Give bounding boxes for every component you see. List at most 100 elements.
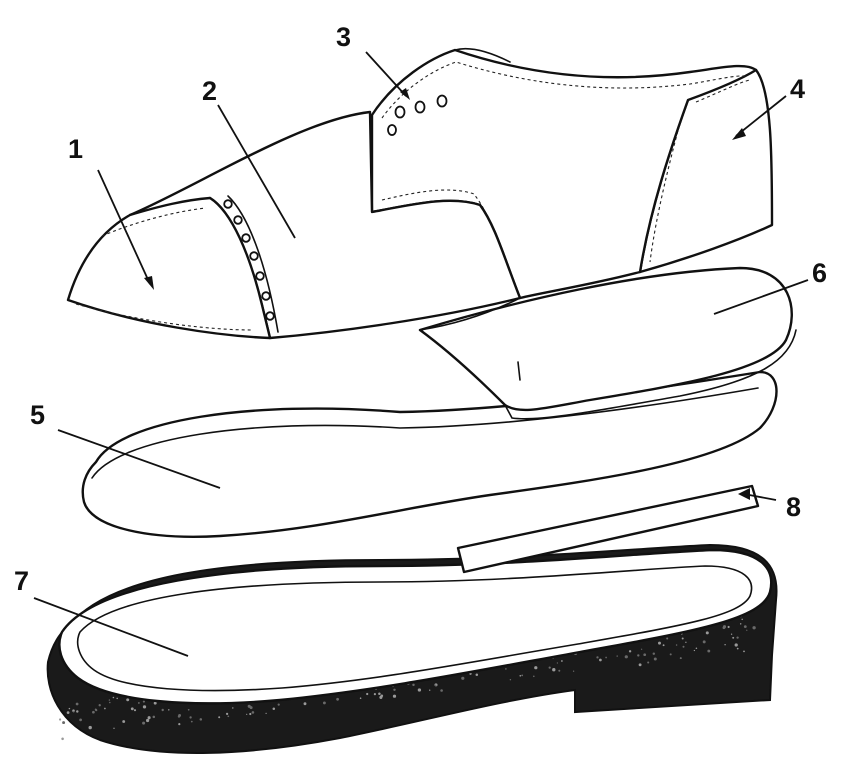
speckle — [92, 710, 95, 714]
speckle — [178, 723, 181, 726]
speckle — [178, 713, 182, 717]
leader-lines — [33, 51, 809, 657]
callout-vamp: 2 — [202, 76, 217, 106]
eyelet — [436, 94, 448, 108]
speckle — [722, 626, 726, 630]
speckle — [561, 660, 563, 662]
speckle — [724, 643, 726, 646]
speckle — [412, 683, 415, 687]
speckle — [643, 653, 647, 657]
eyelet — [414, 100, 426, 114]
callout-half-insole: 6 — [812, 258, 827, 288]
speckle — [417, 688, 422, 692]
leader-6 — [713, 279, 809, 315]
speckle — [161, 708, 164, 712]
speckle — [746, 629, 748, 631]
speckle — [440, 689, 443, 692]
speckle — [61, 737, 64, 741]
arrowhead-1 — [144, 276, 154, 290]
speckle — [366, 692, 369, 696]
speckle — [741, 618, 743, 621]
leader-2 — [217, 104, 296, 239]
speckle — [647, 661, 650, 664]
speckle — [519, 674, 522, 677]
speckle — [75, 702, 79, 706]
outsole-top — [58, 548, 773, 705]
speckle — [705, 631, 709, 635]
speckle — [739, 623, 742, 625]
speckle — [505, 668, 507, 670]
speckle — [628, 650, 632, 653]
speckle — [359, 697, 362, 699]
speckle — [68, 707, 71, 710]
speckle — [552, 668, 556, 672]
speckle — [681, 637, 684, 640]
callout-outsole: 7 — [14, 566, 29, 596]
speckle — [392, 694, 397, 698]
speckle — [249, 712, 252, 716]
insole — [81, 370, 778, 538]
leader-7 — [33, 597, 189, 657]
speckle — [116, 697, 118, 700]
speckle — [666, 637, 669, 640]
speckle — [702, 640, 706, 644]
speckle — [72, 711, 75, 713]
speckle — [189, 716, 192, 719]
speckle — [79, 718, 82, 722]
speckle — [133, 709, 137, 712]
half-insole — [418, 266, 797, 420]
speckle — [153, 701, 157, 705]
speckle — [225, 712, 229, 716]
speckle — [679, 657, 682, 660]
speckle — [521, 674, 524, 677]
arrowhead-3 — [400, 88, 410, 100]
speckle — [373, 693, 376, 696]
speckle — [605, 656, 607, 659]
speckle — [624, 655, 628, 659]
speckle — [596, 656, 599, 659]
speckle — [59, 718, 62, 721]
callout-quarter-eyelets: 3 — [336, 22, 351, 52]
speckle — [548, 666, 551, 669]
speckle — [142, 721, 146, 725]
speckle — [104, 707, 106, 710]
speckle — [393, 688, 396, 692]
speckle — [730, 633, 733, 635]
speckle — [732, 636, 735, 639]
speckle — [707, 649, 711, 653]
speckle — [190, 720, 193, 723]
speckle — [743, 625, 747, 628]
speckle — [637, 654, 640, 657]
speckle — [752, 626, 756, 630]
speckle — [303, 702, 307, 706]
arrowhead-8 — [738, 488, 750, 500]
speckle — [122, 720, 126, 723]
speckle — [533, 675, 535, 678]
speckle — [199, 718, 203, 721]
speckle — [265, 712, 267, 715]
speckle — [249, 706, 253, 710]
speckle — [126, 698, 130, 702]
leader-5 — [57, 429, 221, 489]
callouts: 1 2 3 4 5 6 7 8 — [14, 22, 827, 596]
speckle — [218, 716, 221, 719]
speckle — [227, 715, 230, 718]
leader-1 — [97, 169, 151, 285]
speckle — [693, 649, 696, 652]
speckle — [336, 697, 339, 701]
speckle — [556, 662, 559, 664]
speckle — [113, 727, 115, 729]
speckle — [152, 715, 156, 719]
speckle — [146, 718, 150, 723]
speckle — [88, 725, 92, 730]
speckle — [616, 655, 618, 657]
leader-3 — [365, 51, 407, 97]
speckle — [109, 701, 111, 704]
speckle — [138, 702, 140, 704]
speckle — [572, 670, 575, 672]
speckle — [475, 673, 479, 676]
speckle — [736, 647, 739, 650]
callout-toe-cap: 1 — [68, 134, 83, 164]
speckle — [736, 636, 739, 639]
speckle — [168, 709, 170, 711]
